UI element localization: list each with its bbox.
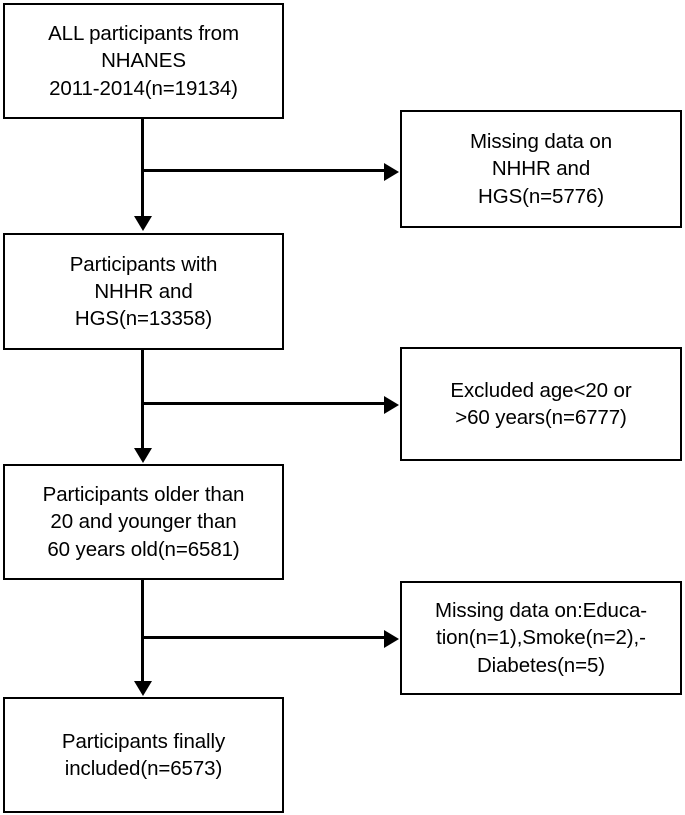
node-participants-age-20-to-60: Participants older than 20 and younger t… [3, 464, 284, 580]
node-participants-age-20-to-60-label: Participants older than 20 and younger t… [42, 483, 245, 561]
connector-2-vertical-line [141, 350, 144, 449]
connector-2-down-arrowhead [134, 448, 152, 463]
node-missing-data-covariates: Missing data on:Educa- tion(n=1),Smoke(n… [400, 581, 682, 695]
node-all-participants-label: ALL participants from NHANES 2011-2014(n… [48, 22, 239, 100]
connector-1-right-arrowhead [384, 163, 399, 181]
connector-3-right-arrowhead [384, 630, 399, 648]
connector-1-vertical-line [141, 119, 144, 217]
connector-3-branch-line [141, 636, 385, 639]
connector-3-down-arrowhead [134, 681, 152, 696]
node-participants-finally-included: Participants finally included(n=6573) [3, 697, 284, 813]
node-missing-data-nhhr-hgs: Missing data on NHHR and HGS(n=5776) [400, 110, 682, 228]
node-missing-data-nhhr-hgs-label: Missing data on NHHR and HGS(n=5776) [469, 130, 613, 208]
node-participants-with-nhhr-and-hgs: Participants with NHHR and HGS(n=13358) [3, 233, 284, 350]
node-excluded-age: Excluded age<20 or >60 years(n=6777) [400, 347, 682, 461]
node-participants-finally-included-label: Participants finally included(n=6573) [61, 729, 226, 780]
connector-1-branch-line [141, 169, 385, 172]
connector-2-right-arrowhead [384, 396, 399, 414]
node-all-participants: ALL participants from NHANES 2011-2014(n… [3, 3, 284, 119]
node-missing-data-covariates-label: Missing data on:Educa- tion(n=1),Smoke(n… [434, 599, 648, 677]
connector-2-branch-line [141, 402, 385, 405]
node-excluded-age-label: Excluded age<20 or >60 years(n=6777) [450, 378, 632, 429]
connector-1-down-arrowhead [134, 216, 152, 231]
node-participants-with-nhhr-and-hgs-label: Participants with NHHR and HGS(n=13358) [69, 252, 218, 331]
connector-3-vertical-line [141, 580, 144, 682]
